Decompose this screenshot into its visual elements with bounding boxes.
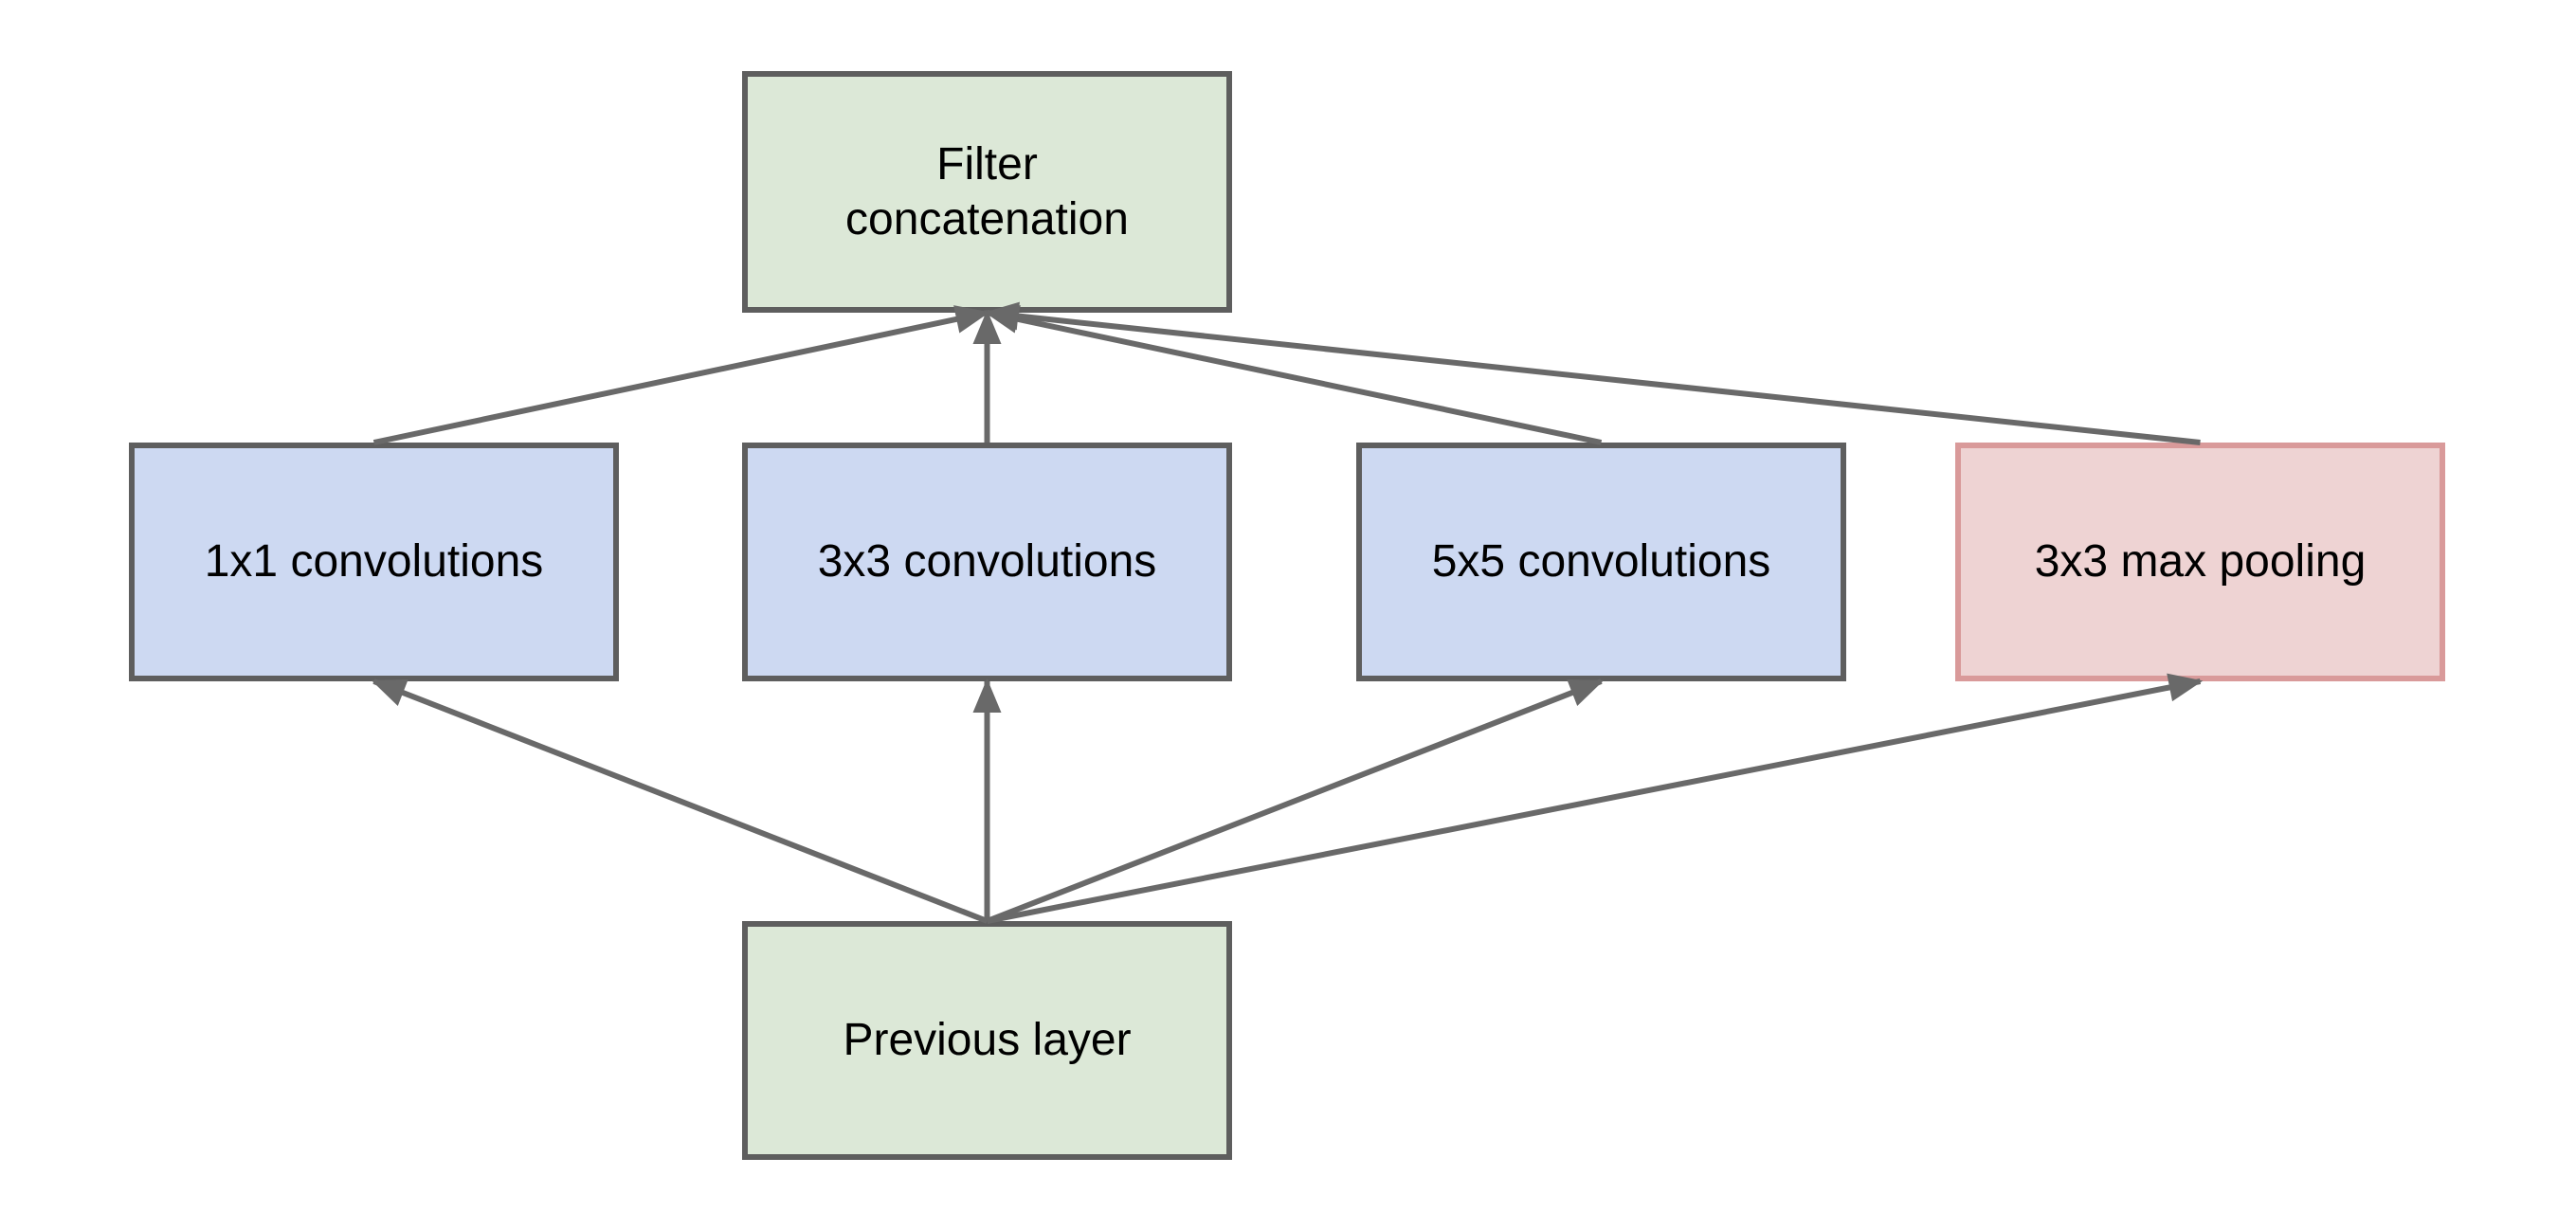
- node-label-filter-concatenation: Filter concatenation: [845, 138, 1129, 244]
- node-filter-concatenation: Filter concatenation: [742, 71, 1232, 313]
- node-label-conv-5x5: 5x5 convolutions: [1431, 536, 1771, 588]
- node-label-max-pooling-3x3: 3x3 max pooling: [2034, 536, 2367, 588]
- node-conv-1x1: 1x1 convolutions: [129, 443, 619, 681]
- node-previous-layer: Previous layer: [742, 921, 1232, 1160]
- node-max-pooling-3x3: 3x3 max pooling: [1955, 443, 2445, 681]
- node-conv-5x5: 5x5 convolutions: [1356, 443, 1846, 681]
- node-label-conv-3x3: 3x3 convolutions: [817, 536, 1157, 588]
- node-conv-3x3: 3x3 convolutions: [742, 443, 1232, 681]
- node-label-conv-1x1: 1x1 convolutions: [204, 536, 544, 588]
- node-label-previous-layer: Previous layer: [843, 1015, 1132, 1066]
